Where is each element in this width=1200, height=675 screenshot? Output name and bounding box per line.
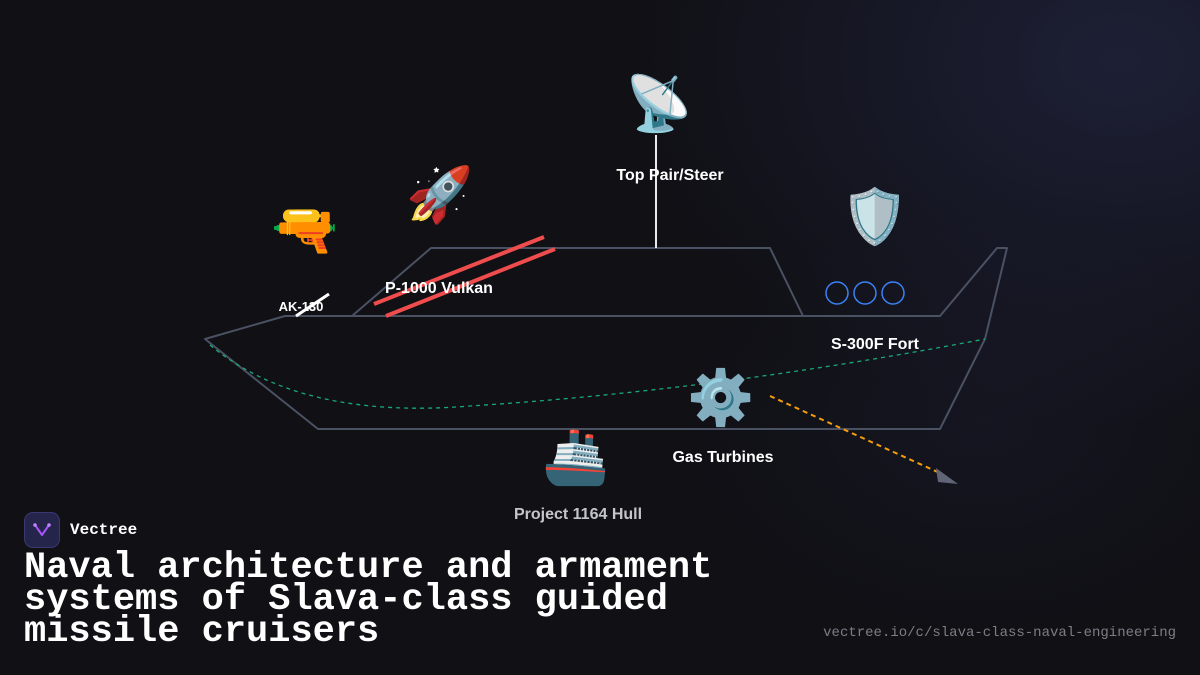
water-pistol-icon: 🔫 [271,198,339,261]
hull-label: Project 1164 Hull [513,506,643,523]
turbines-label: Gas Turbines [672,449,774,466]
missile-label: P-1000 Vulkan [385,280,493,297]
shield-icon: 🛡️ [841,185,909,248]
sam-launcher-3 [881,281,905,305]
page-url[interactable]: vectree.io/c/slava-class-naval-engineeri… [823,625,1176,641]
ship-icon: 🚢 [542,425,610,488]
satellite-dish-icon: 📡 [625,72,693,135]
missile-tube-upper [373,235,545,306]
brand-name: Vectree [70,521,138,539]
hull-outline [204,247,1008,430]
gear-icon: ⚙️ [687,366,755,429]
gun-barrel [295,292,330,318]
wake-arrow-line [769,395,943,475]
sam-launcher-2 [853,281,877,305]
sam-label: S-300F Fort [830,336,920,353]
page-title: Naval architecture and armament systems … [24,547,713,653]
sam-launcher-1 [825,281,849,305]
rocket-icon: 🚀 [406,163,474,226]
waterline [209,338,986,409]
gun-label: AK-130 [278,299,324,314]
radar-label: Top Pair/Steer [616,167,724,184]
brand: Vectree [24,512,137,548]
missile-tube-lower [385,247,556,318]
superstructure-outline [351,247,804,317]
vectree-logo-icon [24,512,60,548]
wake-arrowhead [936,468,958,484]
